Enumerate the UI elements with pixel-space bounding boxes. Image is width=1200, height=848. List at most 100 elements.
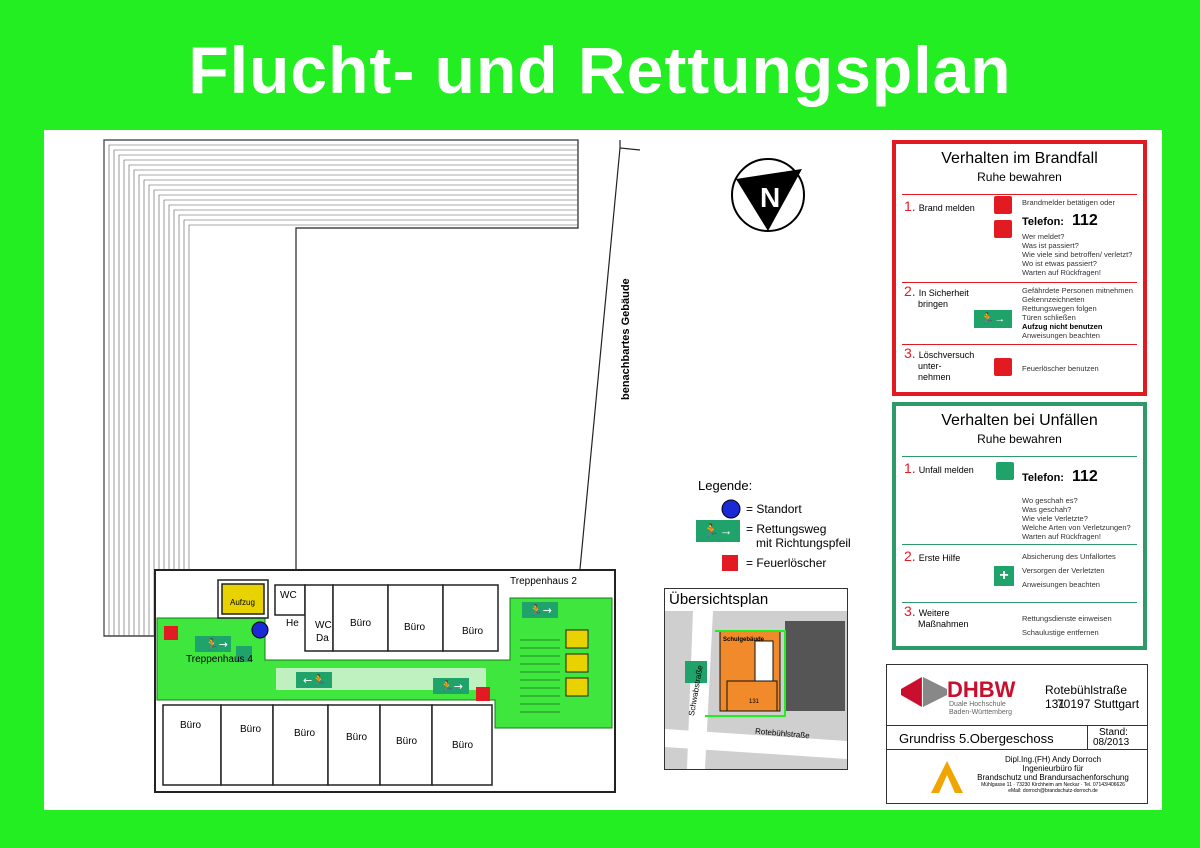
room-label: Büro <box>294 728 316 739</box>
neighbor-building <box>103 139 579 637</box>
location-icon <box>721 499 741 519</box>
question: Wie viele Verletzte? <box>1022 514 1088 523</box>
room-label: Büro <box>350 618 372 629</box>
neighbor-label: benachbartes Gebäude <box>620 278 632 400</box>
he-label: He <box>286 618 299 629</box>
question: Was geschah? <box>1022 505 1072 514</box>
accident-sub: Ruhe bewahren <box>977 432 1062 446</box>
fire-s3-text: Feuerlöscher benutzen <box>1022 364 1099 373</box>
roof-hatch-line <box>168 204 578 636</box>
overview-number: 131 <box>749 699 760 705</box>
roof-hatch-line <box>113 149 578 636</box>
logo-text: DHBW <box>947 677 1016 702</box>
accident-step3-label: Maßnahmen <box>918 619 969 629</box>
question: Welche Arten von Verletzungen? <box>1022 523 1131 532</box>
extinguisher-icon <box>994 358 1012 376</box>
wc2-label: WC <box>315 620 332 631</box>
stair4-label: Treppenhaus 4 <box>186 654 253 665</box>
divider <box>902 456 1137 457</box>
logo-sub: Duale Hochschule <box>949 701 1006 708</box>
tel-label: Telefon: <box>1022 472 1064 484</box>
author-line: Ingenieurbüro für <box>1022 764 1084 773</box>
author-name: Dipl.Ing.(FH) Andy Dorroch <box>1004 755 1102 764</box>
instruction: Schaulustige entfernen <box>1022 628 1099 637</box>
fire-step3-label: nehmen <box>918 372 951 382</box>
instruction: Versorgen der Verletzten <box>1022 566 1105 575</box>
overview-map: Übersichtsplan Schulgebäude 131 Schwabst… <box>664 588 848 770</box>
step-number: 2. <box>904 283 916 299</box>
instruction: Gekennzeichneten <box>1022 295 1085 304</box>
overview-title: Übersichtsplan <box>669 591 769 608</box>
stand-label: Stand: <box>1099 727 1128 738</box>
fire-alarm-icon <box>994 196 1012 214</box>
overview-building: Schulgebäude <box>723 637 765 643</box>
question: Warten auf Rückfragen! <box>1022 532 1101 541</box>
svg-text:🏃→: 🏃→ <box>205 638 228 651</box>
room-label: Büro <box>346 732 368 743</box>
roof-hatch-line <box>108 144 578 636</box>
roof-hatch-line <box>163 199 578 636</box>
step-number: 2. <box>904 548 916 564</box>
instruction-bold: Aufzug nicht benutzen <box>1022 322 1103 331</box>
author-line: eMail: dorroch@brandschutz-dorroch.de <box>1008 788 1098 794</box>
divider <box>902 344 1137 345</box>
instruction: Anweisungen beachten <box>1022 331 1100 340</box>
roof-hatch-line <box>188 224 578 636</box>
roof-hatch-line <box>183 219 578 636</box>
room-label: Büro <box>452 740 474 751</box>
logo-sub: Baden-Württemberg <box>949 709 1013 716</box>
svg-text:N: N <box>760 182 780 213</box>
instruction: Rettungsdienste einweisen <box>1022 614 1112 623</box>
fire-step1-label: Brand melden <box>918 203 975 213</box>
divider <box>902 282 1137 283</box>
fire-step2-label: bringen <box>918 299 949 309</box>
fire-step3-label: Löschversuch <box>918 350 975 360</box>
address-line2: 70197 Stuttgart <box>1057 697 1140 711</box>
roof-hatch-line <box>123 159 578 636</box>
author-line: Brandschutz und Brandursachenforschung <box>977 773 1129 782</box>
roof-hatch-line <box>173 209 578 636</box>
accident-heading: Verhalten bei Unfällen <box>941 412 1098 429</box>
address-line1: Rotebühlstraße 131 <box>1045 683 1128 711</box>
question: Wo ist etwas passiert? <box>1022 259 1097 268</box>
roof-hatch-line <box>133 169 578 636</box>
question: Wo geschah es? <box>1022 496 1078 505</box>
room-label: Büro <box>404 622 426 633</box>
step-number: 1. <box>904 460 916 476</box>
legend-route: = Rettungsweg <box>746 522 827 536</box>
roof-hatch-line <box>158 194 578 636</box>
first-aid-icon: + <box>994 566 1014 586</box>
svg-text:←🏃: ←🏃 <box>303 674 326 687</box>
fire-sub: Ruhe bewahren <box>977 170 1062 184</box>
phone-icon <box>996 462 1014 480</box>
instruction: Rettungswegen folgen <box>1022 304 1097 313</box>
roof-hatch-line <box>128 164 578 636</box>
question: Warten auf Rückfragen! <box>1022 268 1101 277</box>
legend-title: Legende: <box>698 478 753 493</box>
tel-number: 112 <box>1071 468 1098 485</box>
north-arrow-icon: N <box>731 158 805 232</box>
roof-hatch-line <box>153 189 578 636</box>
accident-step3-label: Weitere <box>918 608 950 618</box>
escape-route-icon: 🏃→ <box>974 310 1012 328</box>
roof-hatch-line <box>143 179 578 636</box>
title-block: DHBW Duale Hochschule Baden-Württemberg … <box>886 664 1148 804</box>
fire-step3-label: unter- <box>918 361 942 371</box>
instruction: Türen schließen <box>1022 313 1076 322</box>
question: Wie viele sind betroffen/ verletzt? <box>1022 250 1133 259</box>
legend-extinguisher: = Feuerlöscher <box>746 556 827 570</box>
roof-hatch-line <box>138 174 578 636</box>
svg-text:🏃→: 🏃→ <box>440 680 463 693</box>
author-line: Mühlgasse 11 · 73230 Kirchheim am Neckar… <box>981 782 1125 788</box>
extinguisher-icon <box>722 555 738 571</box>
fire-step2-label: In Sicherheit <box>918 288 969 298</box>
step-number: 3. <box>904 345 916 361</box>
escape-route-icon: 🏃→ <box>696 520 740 542</box>
room-label: Büro <box>240 724 262 735</box>
legend-standort: = Standort <box>746 502 802 516</box>
escape-signs: 🏃→ ←🏃 🏃→ 🏃→ <box>195 602 558 694</box>
divider <box>902 544 1137 545</box>
step-number: 3. <box>904 603 916 619</box>
accident-step1-label: Unfall melden <box>918 465 974 475</box>
accident-step2-label: Erste Hilfe <box>918 553 961 563</box>
